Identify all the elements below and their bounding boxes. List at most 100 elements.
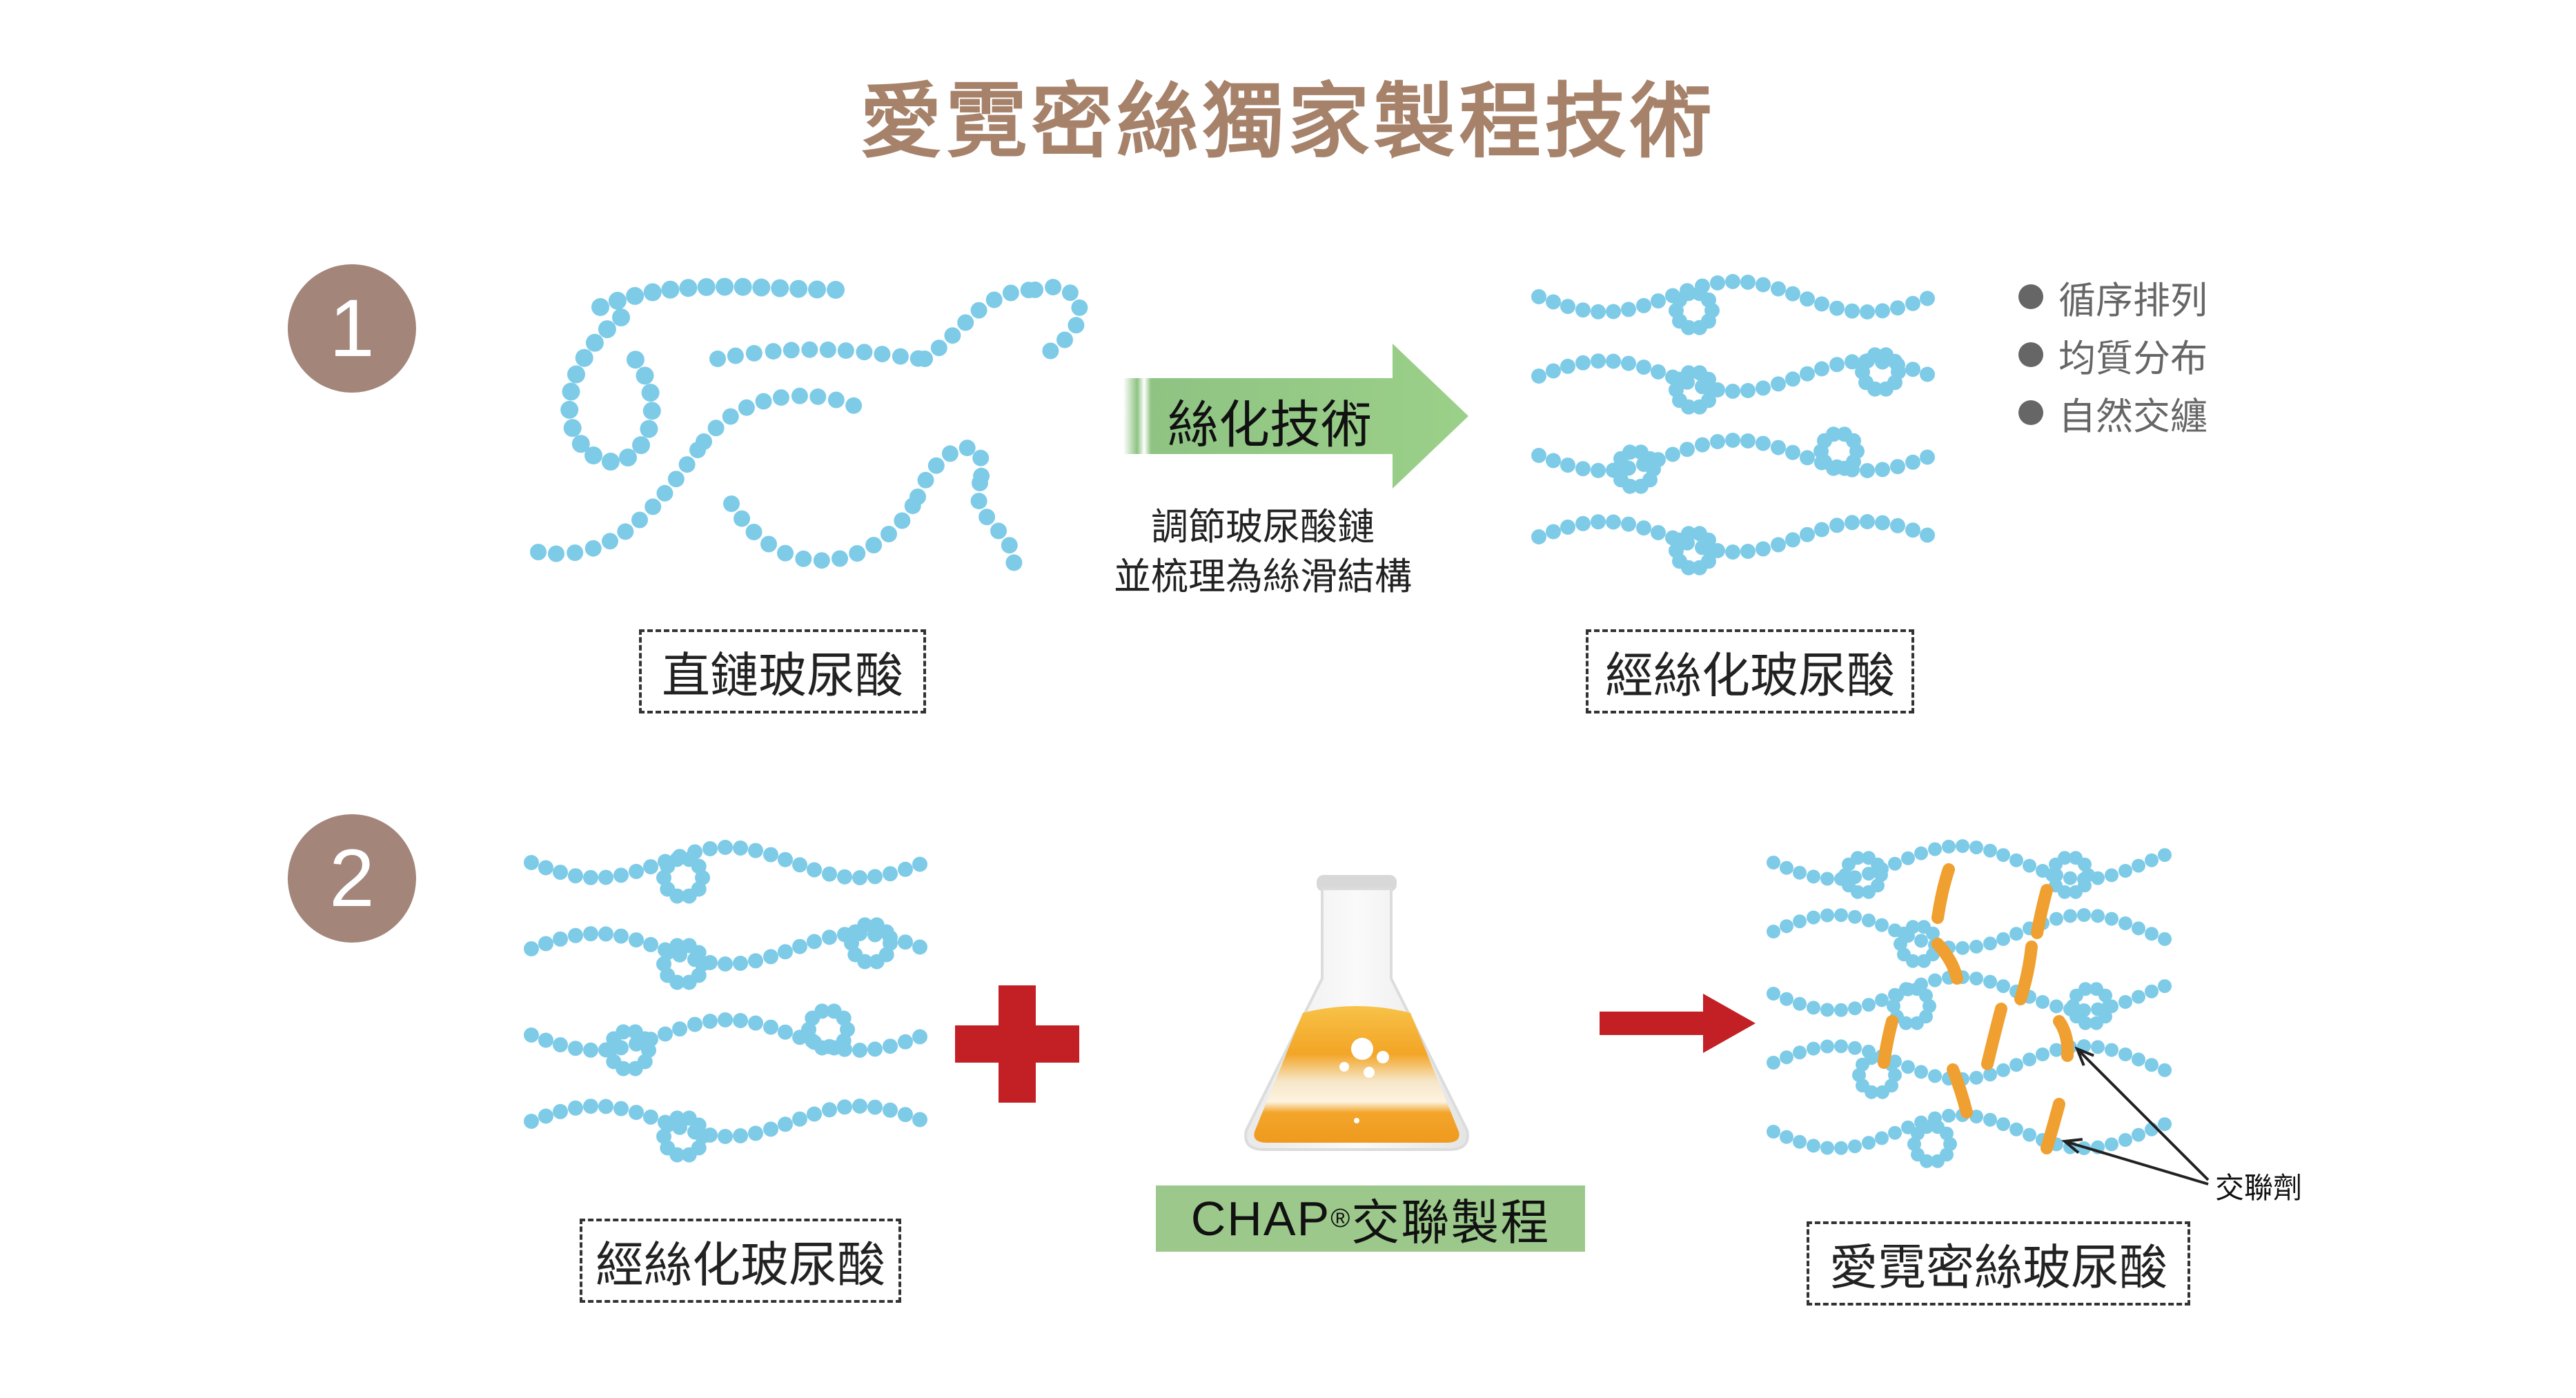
ha-bead — [584, 540, 602, 557]
ha-bead — [1969, 1110, 1983, 1124]
ha-bead — [857, 917, 873, 933]
ha-bead — [591, 298, 609, 316]
ha-bead — [1740, 383, 1756, 398]
silkification-caption: 調節玻尿酸鏈 並梳理為絲滑結構 — [1076, 502, 1449, 602]
ha-bead — [548, 545, 564, 562]
ha-bead — [836, 1010, 852, 1026]
ha-bead — [917, 471, 934, 489]
ha-bead — [1756, 380, 1771, 396]
caption-line-2: 並梳理為絲滑結構 — [1114, 555, 1412, 598]
ha-bead — [979, 509, 996, 526]
ha-bead — [1928, 973, 1942, 987]
ha-bead — [656, 1129, 671, 1144]
ha-bead — [1692, 399, 1707, 415]
ha-bead — [847, 947, 863, 963]
ha-bead — [584, 446, 602, 464]
ha-bead — [524, 855, 539, 870]
ha-bead — [1890, 300, 1905, 316]
ha-bead — [575, 348, 593, 367]
crosslinker-bar — [2014, 941, 2038, 1005]
ha-bead — [1710, 434, 1725, 449]
ha-bead — [1531, 529, 1546, 544]
ha-bead — [2069, 1010, 2083, 1024]
ha-bead — [707, 420, 725, 437]
ha-bead — [632, 436, 650, 455]
ha-bead — [2118, 864, 2132, 878]
ha-bead — [1780, 992, 1793, 1006]
ha-bead — [985, 291, 1003, 308]
ha-bead — [1928, 1069, 1942, 1083]
ha-bead — [845, 397, 863, 414]
ha-bead — [1860, 463, 1875, 478]
ha-bead — [1636, 520, 1651, 536]
ha-bead — [1914, 846, 1928, 860]
ha-bead — [538, 1108, 553, 1124]
ha-bead — [1005, 554, 1023, 571]
ha-bead — [2158, 1063, 2172, 1077]
crosslinker-bar — [2031, 884, 2053, 939]
ha-bead — [1531, 289, 1546, 304]
ha-bead — [583, 926, 598, 942]
ha-bead — [1907, 1137, 1921, 1151]
ha-bead — [568, 927, 583, 943]
ha-bead — [1834, 908, 1848, 923]
ha-bead — [1740, 544, 1756, 559]
ha-bead — [678, 456, 696, 473]
ha-bead — [697, 278, 716, 296]
ha-bead — [827, 281, 845, 299]
ha-bead — [1546, 363, 1561, 379]
ha-bead — [2066, 999, 2080, 1013]
ha-bead — [733, 956, 748, 971]
ha-bead — [927, 457, 945, 474]
ha-bead — [640, 420, 658, 438]
ha-bead — [660, 1140, 676, 1156]
ha-bead — [1785, 444, 1800, 460]
ha-bead — [734, 277, 752, 296]
ha-bead — [1826, 426, 1841, 442]
ha-bead — [2058, 851, 2072, 865]
ha-bead — [883, 866, 898, 882]
ha-bead — [1042, 342, 1059, 360]
ha-bead — [2132, 1052, 2145, 1067]
ha-bead — [1800, 291, 1815, 307]
ha-bead — [807, 862, 822, 878]
ha-bead — [2049, 999, 2063, 1014]
ha-bead — [681, 1147, 697, 1163]
ha-bead — [695, 870, 710, 885]
ha-bead — [598, 869, 613, 885]
ha-bead — [716, 277, 734, 296]
silk-ha-label-2: 經絲化玻尿酸 — [580, 1219, 901, 1303]
ha-bead — [1642, 451, 1658, 466]
ha-bead — [755, 393, 772, 410]
caption-line-1: 調節玻尿酸鏈 — [1151, 505, 1375, 549]
ha-bead — [1780, 860, 1793, 875]
ha-bead — [912, 1112, 927, 1128]
ha-bead — [1756, 277, 1771, 293]
ha-bead — [910, 489, 926, 505]
ha-bead — [727, 347, 744, 364]
ha-bead — [970, 493, 987, 510]
ha-bead — [1874, 868, 1888, 882]
ha-bead — [2105, 868, 2118, 883]
ha-bead — [2158, 932, 2172, 946]
ha-bead — [1820, 908, 1834, 923]
ha-bead — [629, 863, 644, 879]
ha-bead — [598, 926, 613, 942]
ha-bead — [2118, 1133, 2132, 1147]
crosslinker-bar — [1981, 1003, 2007, 1070]
ha-bead — [807, 934, 822, 949]
ha-bead — [602, 1043, 618, 1058]
ha-bead — [702, 1014, 718, 1029]
ha-bead — [1996, 848, 2010, 863]
crosslinker-bar — [1931, 938, 1963, 985]
ha-bead — [1807, 1139, 1820, 1153]
ha-bead — [1983, 936, 1997, 951]
ha-bead — [2049, 912, 2063, 926]
ha-bead — [748, 953, 763, 969]
ha-bead — [1875, 303, 1890, 319]
ha-bead — [1901, 1060, 1915, 1074]
ha-bead — [733, 1013, 748, 1028]
property-legend: 循序排列 均質分布 自然交纏 — [2018, 268, 2208, 442]
ha-bead — [912, 1029, 927, 1045]
ha-bead — [778, 1116, 793, 1132]
